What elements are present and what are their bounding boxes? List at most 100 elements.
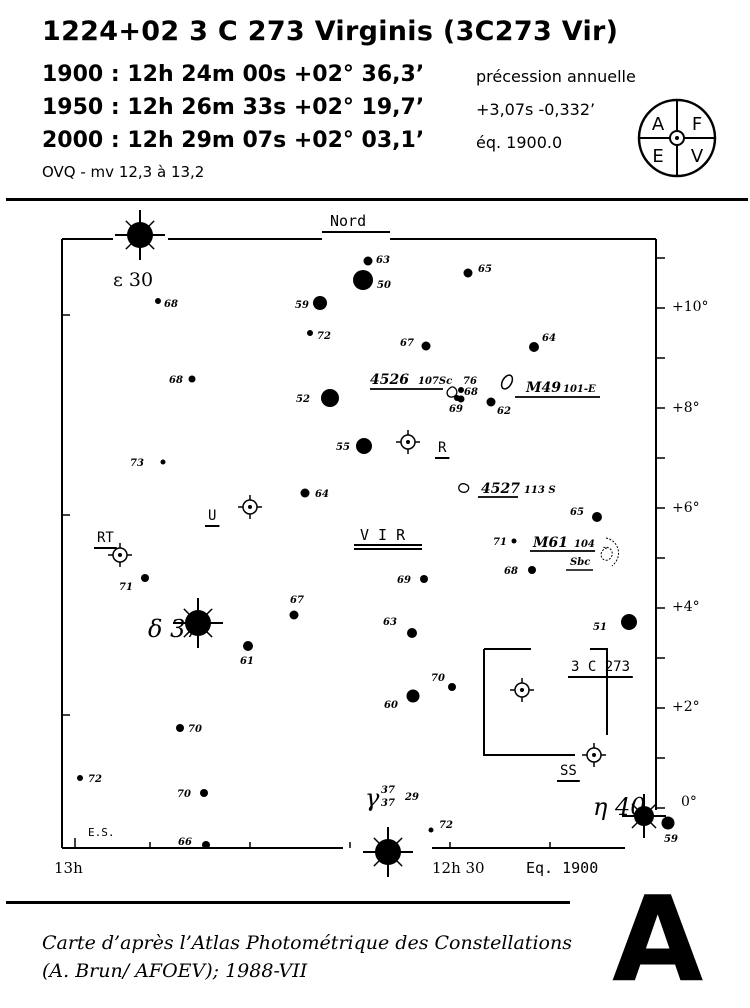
star: 76: [458, 376, 477, 393]
star-magnitude: 55: [336, 442, 350, 453]
equinox-label: Eq. 1900: [526, 859, 598, 877]
star-magnitude: 68: [504, 566, 518, 577]
galaxy-m49-info: 101-E: [563, 384, 596, 395]
ovq-magnitude: OVQ - mv 12,3 à 13,2: [42, 163, 205, 181]
star-magnitude: 70: [188, 724, 202, 735]
star: 62: [486, 397, 511, 417]
star: 63: [383, 617, 417, 638]
epsilon-vir-star: [115, 210, 165, 260]
star: 50: [353, 270, 391, 291]
coord-2000: 2000 : 12h 29m 07s +02° 03,1’: [42, 128, 425, 153]
star-magnitude: 69: [449, 404, 463, 415]
star: 55: [336, 438, 372, 454]
star: 66: [178, 837, 210, 849]
star: 68: [155, 298, 178, 310]
star-magnitude: 73: [130, 458, 144, 469]
galaxy-m61-spiral-icon: [600, 537, 620, 567]
variable-star-3c273: 3 C 273: [510, 659, 633, 702]
star: 60: [384, 689, 420, 711]
star-magnitude: 64: [542, 333, 556, 344]
dec-label-0: 0°: [681, 794, 697, 810]
coord-1900: 1900 : 12h 24m 00s +02° 36,3’: [42, 62, 425, 87]
ra-13h-label: 13h: [54, 859, 83, 877]
galaxy-4526-name: 4526: [370, 372, 409, 388]
gamma-vir-star: [363, 827, 413, 877]
star-magnitude: 62: [497, 406, 511, 417]
star: 51: [593, 614, 637, 633]
star-magnitude: 60: [384, 700, 398, 711]
galaxy-4526-info: 107Sc: [418, 376, 452, 387]
galaxy-m49-name: M49: [525, 380, 561, 396]
galaxy-4527-spiral-icon: [458, 483, 470, 493]
galaxy-m61: M61 104 Sbc: [530, 535, 620, 571]
star: 63: [363, 255, 390, 266]
star-magnitude: 61: [240, 656, 254, 667]
star-magnitude: 71: [119, 582, 133, 593]
galaxy-m61-name: M61: [532, 535, 568, 551]
delta-label: δ 37: [148, 615, 201, 643]
star-magnitude: 68: [464, 387, 478, 398]
frame-ticks: [62, 257, 665, 848]
bright-stars: [115, 210, 666, 877]
star-magnitude: 76: [463, 376, 477, 387]
gamma-mag: 29: [404, 792, 419, 803]
star: 59: [661, 816, 678, 845]
star-magnitude: 70: [177, 789, 191, 800]
credit-line-2: (A. Brun/ AFOEV); 1988-VII: [42, 960, 308, 982]
dec-label-6: +6°: [672, 500, 700, 516]
variable-star-label: 3 C 273: [571, 659, 630, 675]
star: 64: [300, 488, 329, 500]
star-magnitude: 63: [376, 255, 390, 266]
delta-vir-star: [173, 598, 223, 648]
star: 61: [240, 641, 254, 667]
variable-star-label: RT: [97, 530, 114, 546]
star-magnitude: 65: [570, 507, 584, 518]
eta-vir-star: [622, 794, 666, 838]
star-magnitude: 69: [397, 575, 411, 586]
galaxy-4527-info: 113 S: [524, 485, 556, 496]
galaxy-m49: M49 101-E: [500, 374, 600, 398]
atlas-badge: A: [612, 870, 704, 1008]
variable-star-r: R: [396, 430, 450, 459]
variable-star-rt: RT: [94, 530, 132, 567]
star-magnitude: 67: [290, 595, 304, 606]
star-magnitude: 64: [315, 489, 329, 500]
galaxy-4527-name: 4527: [481, 481, 520, 497]
star: 73: [130, 458, 166, 469]
eta-label: η 40: [593, 793, 646, 821]
galaxy-m61-type: Sbc: [570, 557, 590, 568]
afoev-logo: A F E V: [637, 98, 717, 178]
star: 65: [570, 507, 602, 522]
galaxy-m61-info: 104: [574, 539, 595, 550]
precession-values: +3,07s -0,332’: [476, 100, 596, 119]
star-magnitude: 51: [593, 622, 607, 633]
logo-letter-a: A: [652, 114, 665, 135]
star-magnitude: 70: [431, 673, 445, 684]
dec-label-2: +2°: [672, 699, 700, 715]
logo-letter-f: F: [692, 114, 702, 135]
star-magnitude: 72: [317, 331, 331, 342]
epoch-label: éq. 1900.0: [476, 133, 563, 152]
star-magnitude: 68: [169, 375, 183, 386]
star-magnitude: 72: [88, 774, 102, 785]
credit-line-1: Carte d’après l’Atlas Photométrique des …: [42, 932, 572, 954]
star: 72: [428, 820, 453, 833]
star: 68: [169, 375, 196, 386]
star-magnitude: 63: [383, 617, 397, 628]
star: 72: [307, 330, 331, 342]
star: 71: [493, 537, 517, 548]
star: 69: [449, 395, 463, 415]
gamma-sup: 37: [381, 785, 395, 796]
star-magnitude: 50: [377, 280, 391, 291]
logo-letter-v: V: [691, 146, 704, 167]
variable-star-ss: SS: [557, 743, 606, 782]
star: 70: [176, 724, 202, 735]
star: 65: [463, 264, 492, 278]
star-magnitude: 67: [400, 338, 414, 349]
header-divider: [6, 198, 748, 201]
gamma-label: γ: [365, 784, 380, 812]
star-magnitude: 71: [493, 537, 507, 548]
star-magnitude: 59: [664, 834, 678, 845]
